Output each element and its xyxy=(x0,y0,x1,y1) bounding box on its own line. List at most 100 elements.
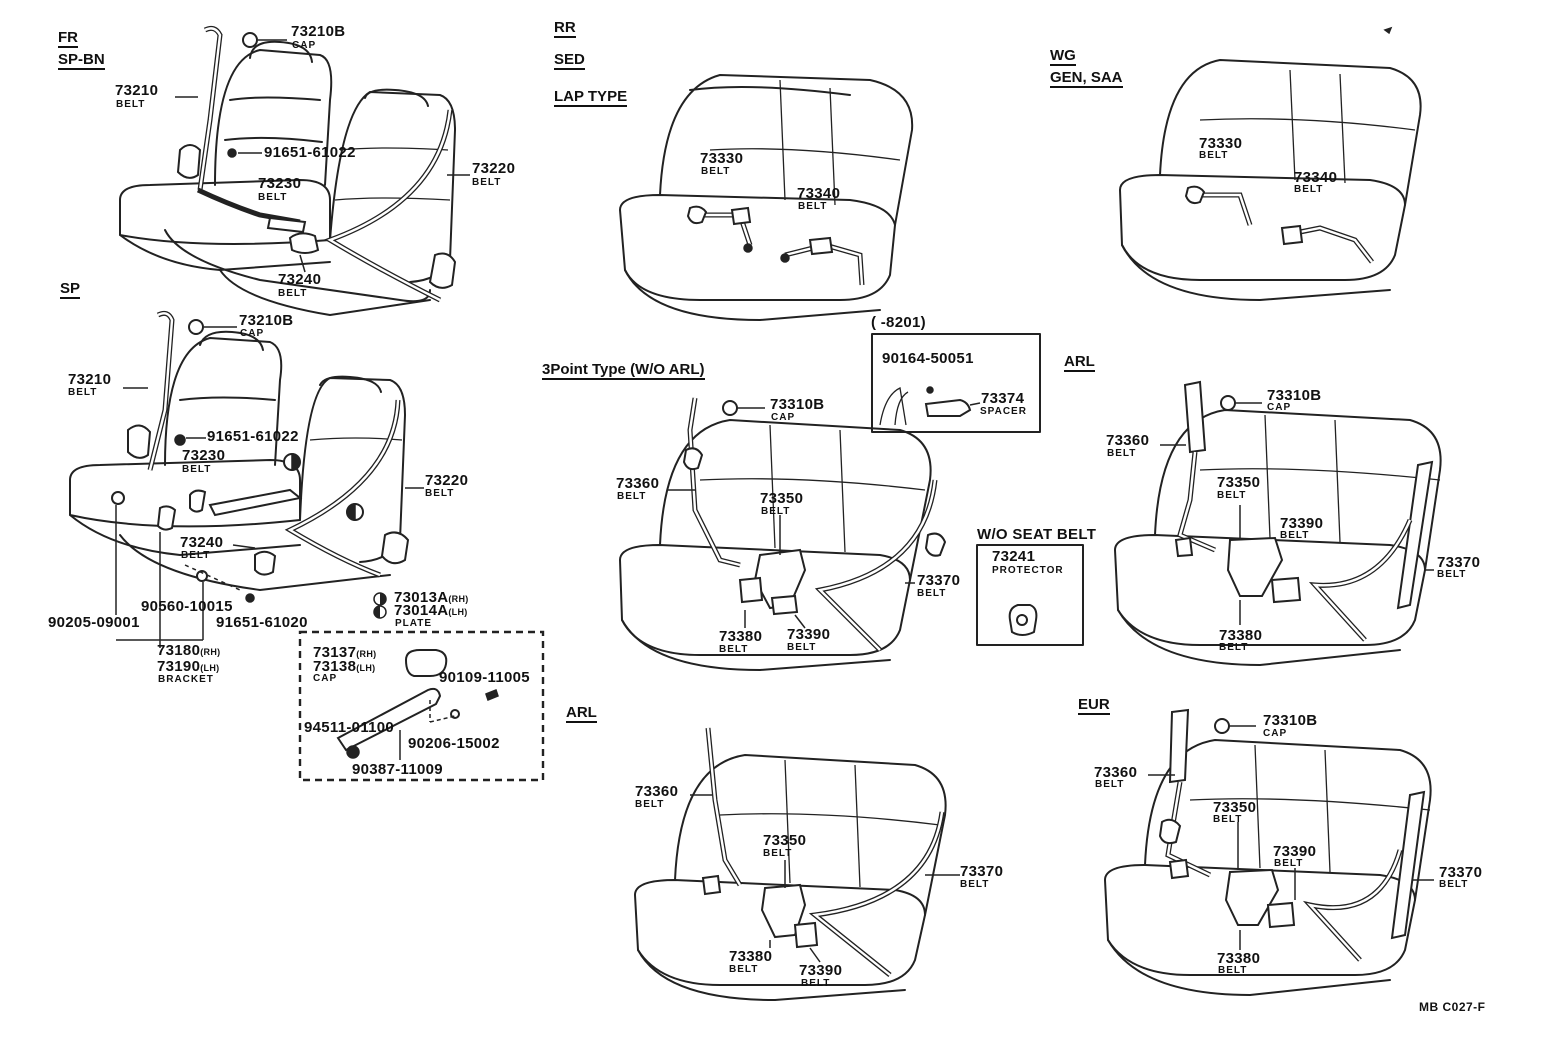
callout-73230-label: BELT xyxy=(258,192,288,203)
section-gen-saa: GEN, SAA xyxy=(1050,69,1123,88)
callout-protector-label: PROTECTOR xyxy=(992,565,1064,576)
callout-eur-73360-number: 73360 xyxy=(1094,764,1138,781)
section-sp: SP xyxy=(60,280,81,299)
callout-arlr-73390-number: 73390 xyxy=(1280,515,1324,532)
callout-eur-73370-label: BELT xyxy=(1439,879,1469,890)
callout-eur-73310b-number: 73310B xyxy=(1263,712,1318,729)
callout-arlr-73390-label: BELT xyxy=(1280,530,1310,541)
callout-arlr-73350-label: BELT xyxy=(1217,490,1247,501)
callout-arlb-73380-number: 73380 xyxy=(729,948,773,965)
callout-arlb-73360-label: BELT xyxy=(635,799,665,810)
callout-73220-number: 73220 xyxy=(472,160,516,177)
section-eur: EUR xyxy=(1078,696,1110,715)
callout-sp-73210b-label: CAP xyxy=(240,328,265,339)
section-wg: WG xyxy=(1050,47,1076,66)
plate-half-black-icon xyxy=(373,592,387,610)
rear-seat-3point xyxy=(619,397,947,671)
callout-bracket-label: BRACKET xyxy=(158,674,214,685)
plate-half-black-lh-icon xyxy=(373,605,387,623)
callout-spacer-label: SPACER xyxy=(980,406,1027,417)
callout-73137-number: 73137(RH) xyxy=(313,644,377,661)
callout-3p-73310b-number: 73310B xyxy=(770,396,825,413)
callout-arlr-73380-label: BELT xyxy=(1219,642,1249,653)
callout-73374-number: 73374 xyxy=(981,390,1025,407)
callout-3p-73390-number: 73390 xyxy=(787,626,831,643)
diagram-code: MB C027-F xyxy=(1419,1000,1486,1014)
callout-plate-label: PLATE xyxy=(395,618,433,629)
section-fr: FR xyxy=(58,29,78,48)
callout-eur-73390-number: 73390 xyxy=(1273,843,1317,860)
callout-73014a-number: 73014A(LH) xyxy=(394,602,468,619)
callout-73210-number: 73210 xyxy=(115,82,159,99)
callout-3p-73310b-label: CAP xyxy=(771,412,796,423)
callout-eur-73370-number: 73370 xyxy=(1439,864,1483,881)
callout-3p-73350-number: 73350 xyxy=(760,490,804,507)
section-lap-type: LAP TYPE xyxy=(554,88,628,107)
callout-arlr-73360-number: 73360 xyxy=(1106,432,1150,449)
callout-90205-09001: 90205-09001 xyxy=(48,614,140,631)
callout-91651-61020: 91651-61020 xyxy=(216,614,308,631)
callout-arlr-73380-number: 73380 xyxy=(1219,627,1263,644)
callout-wg-73330-number: 73330 xyxy=(1199,135,1243,152)
section-3point-type: 3Point Type (W/O ARL) xyxy=(542,361,705,380)
protector-box xyxy=(976,544,1084,646)
callout-eur-73360-label: BELT xyxy=(1095,779,1125,790)
callout-wg-73340-number: 73340 xyxy=(1294,169,1338,186)
callout-91651-61022: 91651-61022 xyxy=(264,144,356,161)
callout-sp-73230-label: BELT xyxy=(182,464,212,475)
rear-seat-wg xyxy=(1119,59,1422,301)
callout-sp-73210b-number: 73210B xyxy=(239,312,294,329)
callout-eur-73390-label: BELT xyxy=(1274,858,1304,869)
callout-73180-number: 73180(RH) xyxy=(157,642,221,659)
section-arl-right: ARL xyxy=(1064,353,1095,372)
callout-sp-73240-label: BELT xyxy=(181,550,211,561)
callout-sp-91651-61022: 91651-61022 xyxy=(207,428,299,445)
callout-arlb-73350-label: BELT xyxy=(763,848,793,859)
callout-3p-73360-number: 73360 xyxy=(616,475,660,492)
callout-sp-73210-label: BELT xyxy=(68,387,98,398)
callout-90206-15002: 90206-15002 xyxy=(408,735,500,752)
callout-94511-01100: 94511-01100 xyxy=(304,719,395,736)
callout-arlb-73370-label: BELT xyxy=(960,879,990,890)
callout-73210b-number: 73210B xyxy=(291,23,346,40)
callout-arlb-73390-number: 73390 xyxy=(799,962,843,979)
callout-3p-73360-label: BELT xyxy=(617,491,647,502)
callout-arlr-73310b-label: CAP xyxy=(1267,402,1292,413)
callout-73210b-label: CAP xyxy=(292,40,317,51)
front-seat-fr-sp-bn xyxy=(119,25,470,316)
section-arl-bottom: ARL xyxy=(566,704,597,723)
rear-seat-arl-right xyxy=(1114,380,1442,666)
callout-box-cap-label: CAP xyxy=(313,673,338,684)
callout-arlb-73370-number: 73370 xyxy=(960,863,1004,880)
callout-lap-73340-number: 73340 xyxy=(797,185,841,202)
section-sp-bn: SP-BN xyxy=(58,51,105,70)
section-range-8201: ( -8201) xyxy=(871,314,926,331)
callout-3p-73370-number: 73370 xyxy=(917,572,961,589)
callout-90164-50051: 90164-50051 xyxy=(882,350,974,367)
callout-73220-label: BELT xyxy=(472,177,502,188)
spacer-box xyxy=(871,333,1041,433)
front-seat-sp xyxy=(69,310,424,648)
callout-arlr-73360-label: BELT xyxy=(1107,448,1137,459)
callout-73190-number: 73190(LH) xyxy=(157,658,220,675)
callout-90387-11009: 90387-11009 xyxy=(352,761,443,778)
callout-sp-73220-label: BELT xyxy=(425,488,455,499)
section-sed: SED xyxy=(554,51,585,70)
rear-seat-lap-type xyxy=(619,74,914,321)
callout-lap-73330-number: 73330 xyxy=(700,150,744,167)
rear-seat-arl-bottom xyxy=(634,727,960,1001)
callout-sp-73230-number: 73230 xyxy=(182,447,226,464)
callout-3p-73380-number: 73380 xyxy=(719,628,763,645)
callout-lap-73330-label: BELT xyxy=(701,166,731,177)
callout-90109-11005: 90109-11005 xyxy=(439,669,530,686)
callout-wg-73340-label: BELT xyxy=(1294,184,1324,195)
callout-73240-number: 73240 xyxy=(278,271,322,288)
callout-73138-number: 73138(LH) xyxy=(313,658,376,675)
callout-arlr-73310b-number: 73310B xyxy=(1267,387,1322,404)
callout-sp-73240-number: 73240 xyxy=(180,534,224,551)
callout-eur-73350-number: 73350 xyxy=(1213,799,1257,816)
callout-73241-number: 73241 xyxy=(992,548,1036,565)
callout-eur-73310b-label: CAP xyxy=(1263,728,1288,739)
callout-arlr-73370-number: 73370 xyxy=(1437,554,1481,571)
